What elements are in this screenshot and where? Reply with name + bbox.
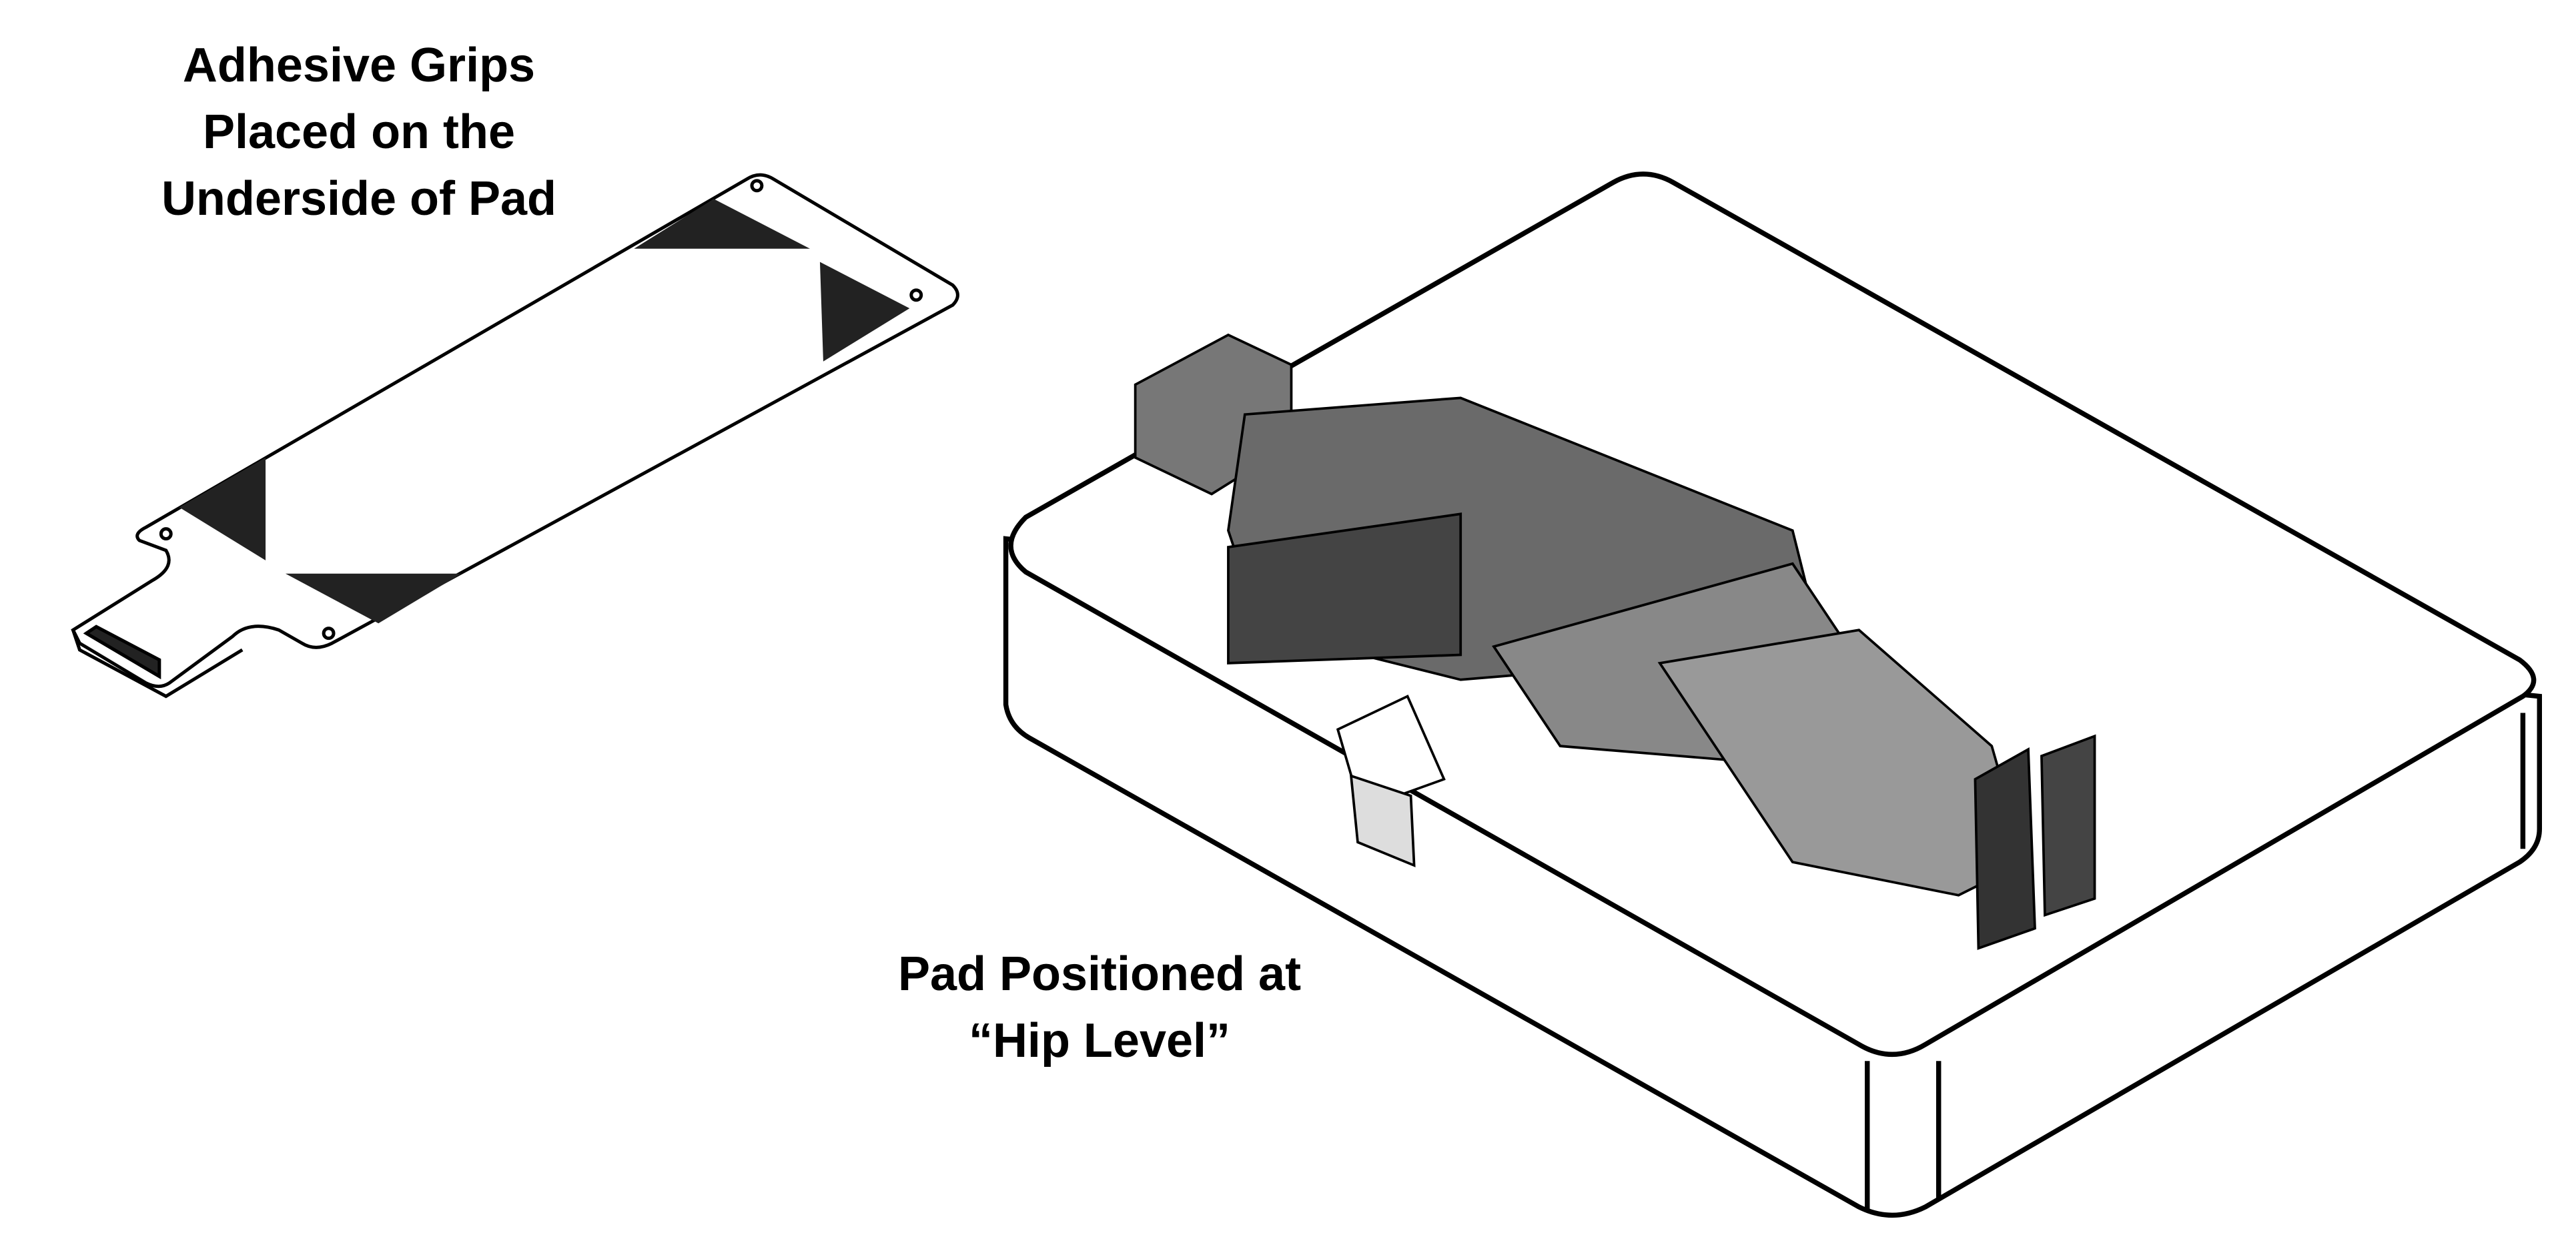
position-label-line: “Hip Level” [968, 1014, 1231, 1068]
pad-tab [1349, 774, 1416, 867]
grip-triangle [179, 457, 266, 560]
grips-label-line: Placed on the [202, 105, 516, 159]
grips-label-line: Adhesive Grips [182, 39, 536, 92]
position-label-line: Pad Positioned at [897, 947, 1302, 1001]
grip-triangle [285, 573, 462, 624]
grips-label-line: Underside of Pad [161, 172, 557, 226]
grip-triangle [634, 199, 811, 249]
feet [2040, 734, 2096, 917]
pad-underside [71, 173, 959, 699]
feet [1974, 747, 2036, 950]
grip-triangle [819, 262, 910, 362]
adhesive-grips [179, 199, 910, 624]
body-figure [1134, 333, 2096, 950]
left-arm [1227, 512, 1462, 665]
grips-label: Adhesive Grips Placed on the Underside o… [92, 32, 626, 232]
position-label: Pad Positioned at “Hip Level” [833, 941, 1366, 1074]
